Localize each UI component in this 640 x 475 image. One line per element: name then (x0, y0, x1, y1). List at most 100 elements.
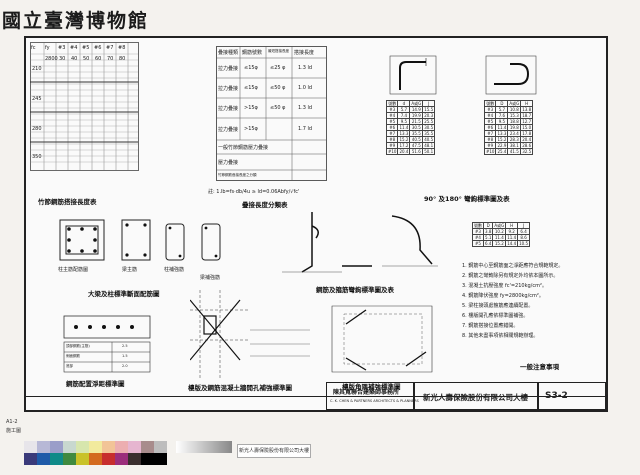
swatch-14 (50, 453, 63, 465)
note-4: 4. 鋼筋降伏強度 fy=2800kg/cm²。 (462, 293, 544, 299)
cover-r2-val: 1.5 (122, 354, 128, 358)
st-r2c2: 15.2 (492, 240, 507, 247)
lap-row4-len: 1.7 ld (298, 126, 313, 132)
b2-r4c2: 23.4 (507, 130, 522, 137)
stirrup-caption: 鋼筋及箍筋彎鉤標準圖及表 (316, 286, 394, 294)
bamboo-sample-5: 70 (107, 56, 114, 62)
swatch-5 (76, 441, 89, 453)
lap-header-min: 最短搭接長度 (268, 49, 289, 53)
note-8: 8. 其他未盡事項依相關規範辦理。 (462, 333, 539, 339)
st-r2c0: #5 (472, 240, 484, 247)
section-drawings (59, 219, 221, 261)
project-title: 新光人壽保險股份有限公司大樓 (423, 393, 528, 402)
lap-header-len: 搭接長度 (294, 50, 315, 56)
corner-detail (326, 300, 446, 378)
b2-r4c1: 13.3 (495, 130, 509, 137)
bamboo-group-210: 210 (32, 66, 42, 72)
lap-row2-size: ≤15φ (244, 85, 258, 91)
swatch-2 (37, 441, 50, 453)
bamboo-size-3: #3 (58, 45, 66, 51)
bend-detail-2 (484, 54, 540, 98)
lap-caption: 疊接長度分類表 (242, 201, 288, 209)
lap-row2-type: 拉力疊接 (218, 86, 239, 92)
st-r2c1: 6.4 (482, 240, 494, 247)
cover-r1-label: 頂部鋼筋(主筋) (66, 344, 90, 348)
section-label-4: 梁補強筋 (200, 275, 221, 281)
b1-r5c2: 40.5 (409, 136, 424, 143)
b1-r7c3: 50.1 (422, 148, 436, 155)
bend-hook-180-drawing (485, 55, 537, 95)
general-notes: 1. 鋼筋中心至鋼筋面之淨距應符合規範規定。 2. 鋼筋之彎鉤除另有規定外均依本… (462, 262, 602, 358)
grayscale-ramp (176, 441, 232, 453)
b2-r5c1: 15.2 (495, 136, 509, 143)
b1-r2c2: 21.5 (409, 118, 424, 125)
bamboo-table-grid: fc fy #3 #4 #5 #6 #7 #8 210 245 280 350 … (30, 42, 140, 172)
cover-r1-val: 2.5 (122, 344, 128, 348)
lap-row3-size: >15φ (244, 105, 258, 111)
swatch-18 (102, 453, 115, 465)
sheet-type: 施工圖 (6, 428, 22, 434)
swatch-4 (63, 441, 76, 453)
b1-r4c2: 35.5 (409, 130, 424, 137)
opening-drawing (189, 290, 310, 380)
b2-r3c3: 15.0 (520, 124, 534, 131)
revision-strip (26, 396, 606, 410)
bamboo-size-5: #5 (82, 45, 90, 51)
b1-r5c1: 15.2 (397, 136, 411, 143)
opening-detail (189, 290, 320, 380)
lap-row3-len: 1.3 ld (298, 105, 313, 111)
sheet-id: A1-2 (6, 419, 18, 425)
swatch-20 (128, 453, 141, 465)
note-1: 1. 鋼筋中心至鋼筋面之淨距應符合規範規定。 (462, 263, 564, 269)
firm-box: 陳其寬聯合建築師事務所 C. K. CHEN & PARTNERS ARCHIT… (326, 382, 419, 410)
lap-extra-2: 壓力疊接 (218, 160, 239, 166)
bamboo-table-lines (30, 42, 139, 171)
bamboo-fy-header: fy (45, 45, 50, 51)
bamboo-sample-6: 80 (119, 56, 126, 62)
lap-row1-type: 拉力疊接 (218, 66, 239, 72)
color-bar-label: 新光人壽保險股份有限公司大樓 (237, 444, 311, 458)
b2-r7c1: 25.4 (495, 148, 509, 155)
note-5: 5. 梁柱接頭處箍筋應連續配置。 (462, 303, 534, 309)
swatch-7 (102, 441, 115, 453)
b2-r3c2: 19.8 (507, 124, 522, 131)
swatch-19 (115, 453, 128, 465)
cover-caption: 鋼筋配置淨距標準圖 (66, 380, 125, 388)
b2-r6c2: 38.1 (507, 142, 522, 149)
lap-row1-min: ≤25 φ (270, 65, 286, 71)
swatch-12 (24, 453, 37, 465)
lap-extra-1: 一般竹節鋼筋壓力疊接 (218, 145, 269, 151)
bamboo-group-245: 245 (32, 96, 42, 102)
beam-column-sections: 柱主筋配筋圖 梁主筋 柱補強筋 梁補強筋 (56, 214, 236, 286)
lap-extra-3: 竹節鋼筋疊接長度之分類 (218, 173, 257, 177)
lap-row2-min: ≤50 φ (270, 85, 286, 91)
swatch-11 (154, 441, 167, 453)
b1-r3c2: 30.5 (409, 124, 424, 131)
lap-row1-len: 1.3 ld (298, 65, 313, 71)
b2-r3c1: 11.4 (495, 124, 509, 131)
b1-r2c3: 25.5 (422, 118, 436, 125)
drawing-no-box: S3-2 (538, 382, 606, 410)
swatch-8 (115, 441, 128, 453)
note-6: 6. 樓版開孔應依標準圖補強。 (462, 313, 529, 319)
b1-r7c2: 51.6 (409, 148, 424, 155)
lap-header-size: 鋼筋號數 (242, 50, 263, 56)
museum-watermark: 國立臺灣博物館 (2, 10, 150, 32)
drawing-number: S3-2 (545, 391, 568, 401)
bamboo-sample-2: 40 (71, 56, 78, 62)
bamboo-sample-4: 60 (95, 56, 102, 62)
b2-r6c1: 22.9 (495, 142, 509, 149)
b2-r6c3: 28.6 (520, 142, 534, 149)
b1-r7c1: 20.4 (397, 148, 411, 155)
b2-r7c3: 32.5 (520, 148, 534, 155)
corner-caption: 樓版角隅補強標準圖 (342, 383, 401, 391)
b1-r6c3: 48.1 (422, 142, 436, 149)
cover-r3-label: 底部 (66, 364, 73, 368)
general-notes-caption: 一般注意事項 (520, 363, 559, 371)
st-h2: A或G (492, 222, 507, 229)
b1-r4c1: 13.3 (397, 130, 411, 137)
b1-r1c3: 20.3 (422, 112, 436, 119)
swatch-6 (89, 441, 102, 453)
